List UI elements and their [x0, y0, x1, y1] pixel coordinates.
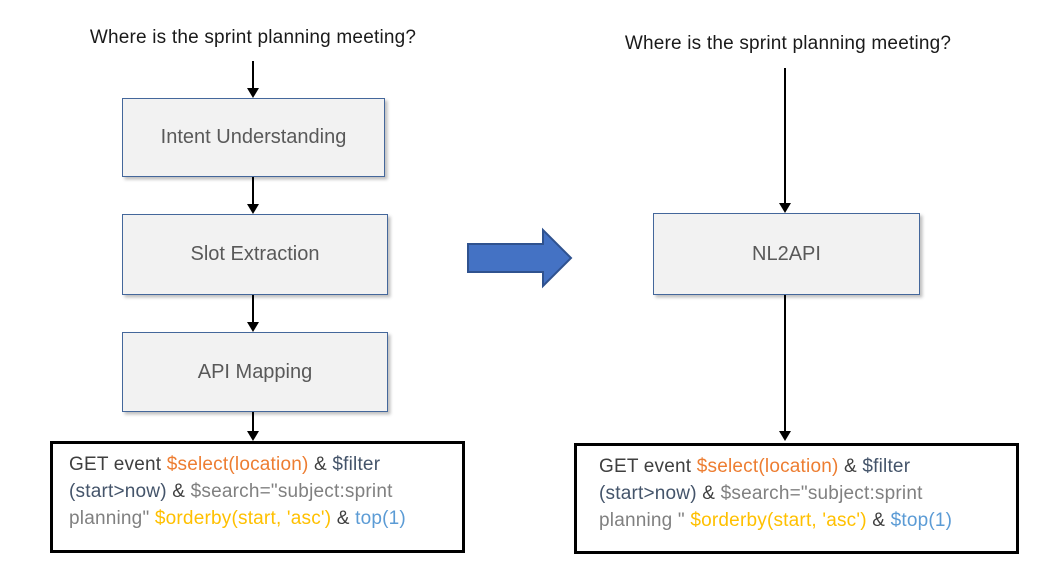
code-token: &: [866, 510, 891, 531]
code-line: GET event $select(location) & $filter: [69, 451, 452, 478]
arrow-api-to-code-left: [247, 412, 259, 441]
code-token: &: [696, 483, 721, 504]
code-line: (start>now) & $search="subject:sprint: [69, 478, 452, 505]
code-token: GET event: [599, 456, 697, 477]
right-api-call-box: GET event $select(location) & $filter(st…: [574, 443, 1019, 554]
right-question-title: Where is the sprint planning meeting?: [624, 33, 952, 54]
code-line: (start>now) & $search="subject:sprint: [599, 480, 1006, 507]
code-token: planning": [69, 508, 155, 529]
code-token: planning ": [599, 510, 691, 531]
code-line: planning" $orderby(start, 'asc') & top(1…: [69, 505, 452, 532]
code-token: $orderby(start, 'asc'): [154, 508, 332, 529]
code-token: $filter: [862, 456, 911, 477]
big-right-arrow-icon: [467, 227, 573, 289]
flowbox-nl2api: NL2API: [653, 213, 920, 295]
flowbox-slot-extraction: Slot Extraction: [122, 214, 388, 295]
left-question-title: Where is the sprint planning meeting?: [89, 27, 417, 48]
flowbox-intent-understanding-label: Intent Understanding: [160, 126, 347, 148]
arrow-nl2api-to-code-right: [779, 295, 791, 441]
code-token: (start>now): [599, 483, 697, 504]
code-token: &: [166, 481, 191, 502]
flowbox-api-mapping: API Mapping: [122, 332, 388, 412]
code-token: GET event: [69, 454, 167, 475]
code-token: &: [838, 456, 863, 477]
code-token: &: [331, 508, 356, 529]
code-token: $select(location): [696, 456, 839, 477]
code-token: $orderby(start, 'asc'): [690, 510, 867, 531]
arrow-slot-to-api: [247, 295, 259, 332]
flowbox-intent-understanding: Intent Understanding: [122, 98, 385, 177]
arrow-question-to-intent: [247, 61, 259, 98]
code-token: (start>now): [69, 481, 167, 502]
code-line: planning " $orderby(start, 'asc') & $top…: [599, 507, 1006, 534]
flowbox-nl2api-label: NL2API: [752, 242, 821, 265]
arrow-intent-to-slot: [247, 177, 259, 214]
code-token: top(1): [355, 508, 406, 529]
code-token: $search="subject:sprint: [720, 483, 923, 504]
code-token: $select(location): [166, 454, 309, 475]
flowbox-api-mapping-label: API Mapping: [197, 360, 313, 383]
code-token: $search="subject:sprint: [190, 481, 393, 502]
code-token: $top(1): [890, 510, 953, 531]
left-api-call-box: GET event $select(location) & $filter(st…: [50, 441, 465, 553]
flowbox-slot-extraction-label: Slot Extraction: [190, 243, 320, 265]
code-token: &: [308, 454, 333, 475]
code-line: GET event $select(location) & $filter: [599, 453, 1006, 480]
code-token: $filter: [332, 454, 381, 475]
arrow-question-to-nl2api: [779, 68, 791, 213]
